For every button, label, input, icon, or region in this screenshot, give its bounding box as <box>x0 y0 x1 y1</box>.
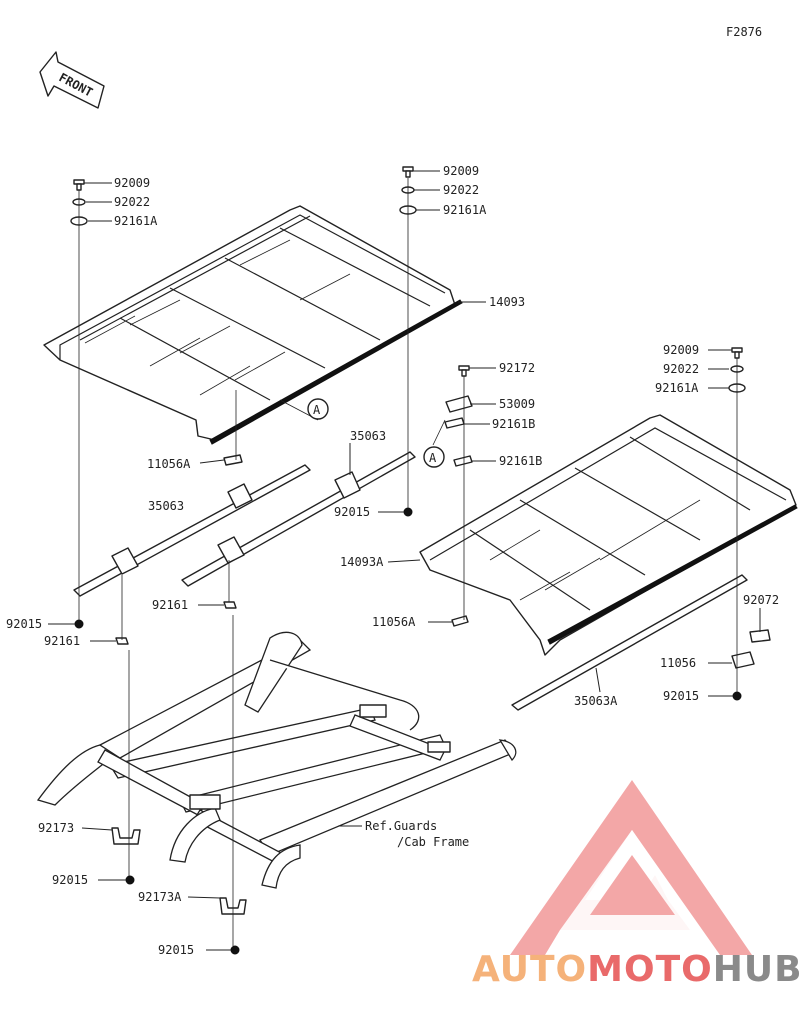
bracket-icon <box>445 395 473 413</box>
front-arrow-icon: FRONT <box>39 51 105 109</box>
support-rail-left <box>73 464 311 597</box>
ref-note-guards: Ref.Guards <box>365 819 437 833</box>
roof-panel-left <box>43 205 463 445</box>
plate-icon <box>223 601 237 609</box>
svg-text:A: A <box>313 403 321 417</box>
ref-note-cab-frame: /Cab Frame <box>397 835 469 849</box>
figure-code: F2876 <box>726 25 762 39</box>
svg-text:AUTOMOTOHUB: AUTOMOTOHUB <box>472 949 800 990</box>
callout-92172: 92172 <box>499 361 535 375</box>
leader-lines <box>48 170 761 951</box>
nut-icon <box>732 691 742 701</box>
callout-92161b: 92161B <box>499 454 542 468</box>
plate-icon <box>453 455 473 467</box>
callout-92161a: 92161A <box>443 203 487 217</box>
bracket-icon <box>749 629 771 643</box>
support-rail-right <box>511 574 748 711</box>
callout-92173: 92173 <box>38 821 74 835</box>
callout-92015: 92015 <box>52 873 88 887</box>
callout-92009: 92009 <box>443 164 479 178</box>
ref-circle-a-left: A <box>307 398 329 420</box>
callout-92022: 92022 <box>114 195 150 209</box>
bolt-icon <box>458 365 470 377</box>
callout-35063: 35063 <box>148 499 184 513</box>
callout-92022: 92022 <box>443 183 479 197</box>
bolt-icon <box>402 166 414 178</box>
ref-circle-a-right: A <box>423 446 445 468</box>
watermark-hub: HUB <box>713 949 800 990</box>
callout-92161a: 92161A <box>114 214 158 228</box>
callout-14093: 14093 <box>489 295 525 309</box>
bracket-icon <box>731 651 755 669</box>
callout-92072: 92072 <box>743 593 779 607</box>
callout-35063: 35063 <box>350 429 386 443</box>
callout-11056a: 11056A <box>147 457 191 471</box>
watermark-auto: AUTO <box>472 949 587 990</box>
callout-92161: 92161 <box>44 634 80 648</box>
svg-text:A: A <box>429 451 437 465</box>
nut-icon <box>403 507 413 517</box>
bolt-icon <box>73 179 85 191</box>
support-rail-middle <box>181 451 416 587</box>
callout-11056a: 11056A <box>372 615 416 629</box>
plate-icon <box>444 417 465 429</box>
callout-92015: 92015 <box>663 689 699 703</box>
watermark-moto: MOTO <box>587 949 713 990</box>
nut-icon <box>74 619 84 629</box>
cab-frame <box>36 631 517 889</box>
callout-92173a: 92173A <box>138 890 182 904</box>
callout-92161a: 92161A <box>655 381 699 395</box>
roof-panel-right <box>419 414 798 656</box>
callout-92015: 92015 <box>6 617 42 631</box>
callout-53009: 53009 <box>499 397 535 411</box>
callout-11056: 11056 <box>660 656 696 670</box>
callout-92161: 92161 <box>152 598 188 612</box>
callout-14093a: 14093A <box>340 555 384 569</box>
callout-92022: 92022 <box>663 362 699 376</box>
callout-92015: 92015 <box>158 943 194 957</box>
nut-icon <box>230 945 240 955</box>
clamp-icon <box>111 827 141 845</box>
watermark-logo <box>510 780 752 955</box>
clip-icon <box>223 454 243 466</box>
clamp-icon <box>219 897 247 915</box>
callout-92009: 92009 <box>114 176 150 190</box>
callouts: 92009 92022 92161A 92009 92022 92161A 14… <box>6 164 779 957</box>
callout-92009: 92009 <box>663 343 699 357</box>
plate-icon <box>115 637 129 645</box>
bolt-icon <box>731 347 743 359</box>
clip-icon <box>451 615 469 627</box>
callout-92161b: 92161B <box>492 417 535 431</box>
nut-icon <box>125 875 135 885</box>
callout-35063a: 35063A <box>574 694 618 708</box>
callout-92015: 92015 <box>334 505 370 519</box>
